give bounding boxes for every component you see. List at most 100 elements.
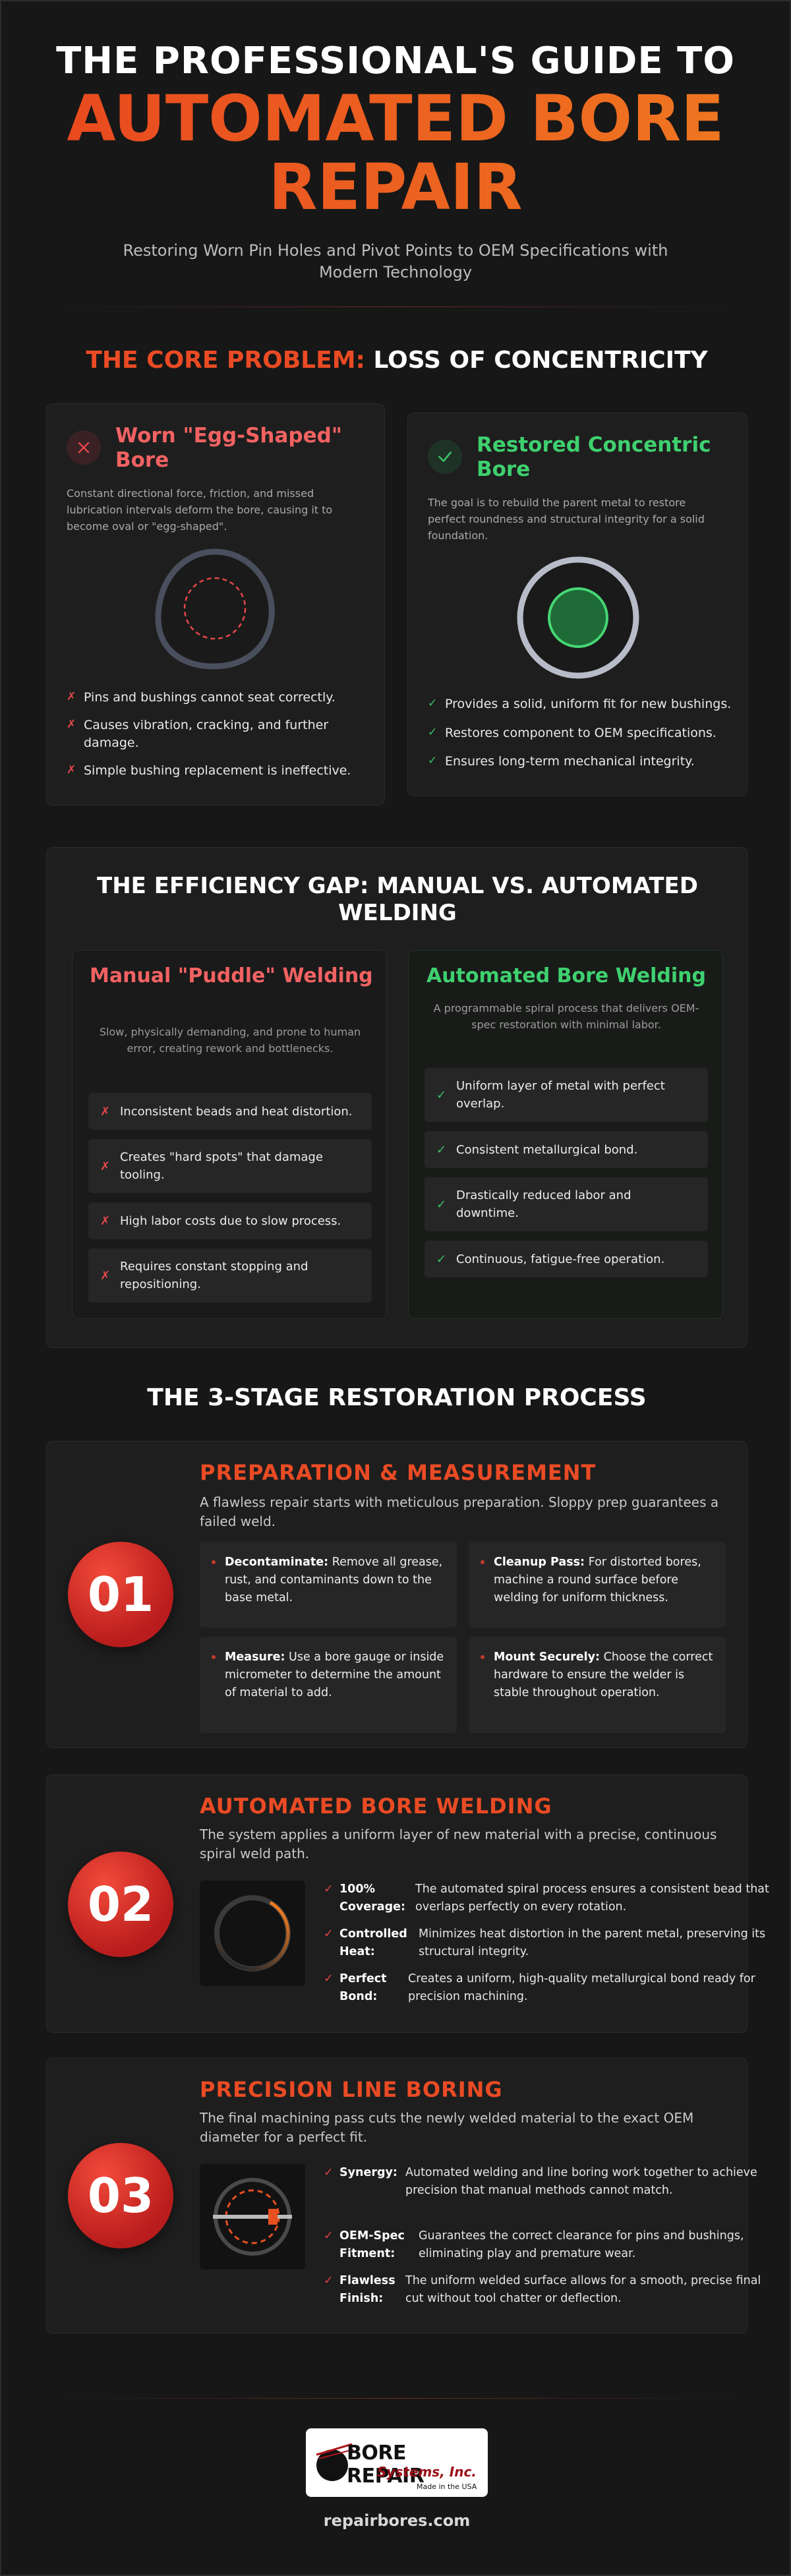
list-item: ✗Causes vibration, cracking, and further… (67, 717, 370, 753)
list-item: ✗Requires constant stopping and repositi… (88, 1248, 372, 1303)
prep-step-mount: Mount Securely: Choose the correct hardw… (469, 1637, 726, 1733)
manual-welding-title: Manual "Puddle" Welding (90, 964, 373, 987)
stage-automated-welding: 02 AUTOMATED BORE WELDING The system app… (46, 1774, 769, 2033)
list-item: ✗Pins and bushings cannot seat correctly… (67, 689, 370, 707)
list-item: ✗Inconsistent beads and heat distortion. (88, 1093, 372, 1130)
check-icon: ✓ (428, 697, 438, 710)
stage-number: 03 (68, 2143, 173, 2248)
check-icon: ✓ (324, 1972, 334, 1985)
automated-welding-title: Automated Bore Welding (426, 964, 706, 987)
x-mark-icon: ✗ (67, 763, 76, 776)
egg-bore-diagram (155, 548, 275, 670)
core-problem-cards: Worn "Egg-Shaped" Bore Constant directio… (46, 403, 747, 812)
divider (47, 2398, 747, 2399)
check-icon: ✓ (324, 1927, 334, 1941)
x-circle-icon (67, 430, 101, 465)
stage-title: AUTOMATED BORE WELDING (200, 1794, 552, 1819)
check-icon: ✓ (428, 725, 438, 739)
stage-title: PRECISION LINE BORING (200, 2077, 503, 2102)
list-item: ✓Consistent metallurgical bond. (425, 1131, 708, 1168)
stage-title: PREPARATION & MEASUREMENT (200, 1460, 597, 1485)
stage-preparation: 01 PREPARATION & MEASUREMENT A flawless … (46, 1441, 747, 1748)
x-mark-icon: ✗ (100, 1159, 111, 1173)
bullet-dot (212, 1655, 216, 1659)
x-mark-icon: ✗ (100, 1104, 111, 1119)
stage-lead: The system applies a uniform layer of ne… (200, 1827, 717, 1861)
x-mark-icon: ✗ (67, 717, 76, 731)
stage-line-boring: 03 PRECISION LINE BORING The final machi… (46, 2058, 761, 2333)
feature-controlled-heat: ✓Controlled Heat:Minimizes heat distorti… (324, 1925, 772, 1961)
efficiency-section: THE EFFICIENCY GAP: MANUAL VS. AUTOMATED… (46, 847, 747, 1348)
x-mark-icon: ✗ (67, 690, 76, 703)
worn-bore-card: Worn "Egg-Shaped" Bore Constant directio… (46, 403, 385, 805)
list-item: ✗Creates "hard spots" that damage toolin… (88, 1139, 372, 1193)
concentric-bore-diagram (517, 556, 639, 679)
feature-oem-fitment: ✓OEM-Spec Fitment:Guarantees the correct… (324, 2227, 772, 2263)
check-circle-icon (428, 440, 462, 474)
feature-flawless-finish: ✓Flawless Finish:The uniform welded surf… (324, 2272, 772, 2308)
bullet-dot (481, 1655, 484, 1659)
list-item: ✓Ensures long-term mechanical integrity. (428, 753, 738, 771)
check-icon: ✓ (436, 1197, 447, 1212)
line-boring-illustration (200, 2164, 305, 2269)
bullet-dot (212, 1560, 216, 1564)
worn-bore-title: Worn "Egg-Shaped" Bore (115, 424, 342, 472)
check-icon: ✓ (324, 1883, 334, 1896)
restored-bore-title: Restored Concentric Bore (477, 433, 711, 481)
list-item: ✓Continuous, fatigue-free operation. (425, 1241, 708, 1277)
list-item: ✗Simple bushing replacement is ineffecti… (67, 762, 370, 780)
bullet-dot (481, 1560, 484, 1564)
check-icon: ✓ (436, 1088, 447, 1102)
x-mark-icon: ✗ (100, 1268, 111, 1283)
restored-bore-description: The goal is to rebuild the parent metal … (428, 496, 705, 542)
manual-welding-column: Manual "Puddle" Welding Slow, physically… (72, 950, 387, 1319)
prep-step-cleanup: Cleanup Pass: For distorted bores, machi… (469, 1542, 726, 1627)
worn-bore-description: Constant directional force, friction, an… (67, 487, 333, 533)
process-title: THE 3-STAGE RESTORATION PROCESS (147, 1384, 647, 1411)
list-item: ✓Drastically reduced labor and downtime. (425, 1177, 708, 1231)
feature-coverage: ✓100% Coverage:The automated spiral proc… (324, 1881, 772, 1916)
hero-subtitle: Restoring Worn Pin Holes and Pivot Point… (123, 241, 668, 282)
feature-perfect-bond: ✓Perfect Bond:Creates a uniform, high-qu… (324, 1970, 772, 2006)
prep-step-measure: Measure: Use a bore gauge or inside micr… (200, 1637, 457, 1733)
stage-lead: The final machining pass cuts the newly … (200, 2110, 694, 2145)
x-mark-icon: ✗ (100, 1214, 111, 1228)
check-icon: ✓ (324, 2166, 334, 2179)
logo-subtext: Systems, Inc. (377, 2464, 477, 2480)
weld-ring-icon (214, 1895, 291, 1972)
logo-text: BORE REPAIR (347, 2442, 425, 2488)
stage-number: 02 (68, 1852, 173, 1957)
core-problem-title: THE CORE PROBLEM: LOSS OF CONCENTRICITY (86, 347, 708, 374)
check-icon: ✓ (436, 1252, 447, 1266)
weld-ring-illustration (200, 1881, 305, 1986)
list-item: ✓Uniform layer of metal with perfect ove… (425, 1068, 708, 1122)
boring-bar-icon (213, 2178, 292, 2256)
hero: THE PROFESSIONAL'S GUIDE TO AUTOMATED BO… (1, 1, 790, 284)
check-icon: ✓ (324, 2229, 334, 2242)
hero-title-highlight-2: REPAIR (1, 156, 790, 219)
list-item: ✗High labor costs due to slow process. (88, 1202, 372, 1239)
automated-welding-column: Automated Bore Welding A programmable sp… (408, 950, 723, 1319)
manual-welding-subtitle: Slow, physically demanding, and prone to… (99, 1026, 361, 1055)
logo-emblem-icon (316, 2443, 354, 2481)
prep-step-decontaminate: Decontaminate: Remove all grease, rust, … (200, 1542, 457, 1627)
restored-bore-card: Restored Concentric Bore The goal is to … (407, 413, 747, 796)
check-icon: ✓ (324, 2274, 334, 2287)
list-item: ✓Restores component to OEM specification… (428, 724, 738, 743)
worn-bore-points: ✗Pins and bushings cannot seat correctly… (67, 689, 370, 780)
stage-number: 01 (68, 1542, 173, 1647)
hero-title: THE PROFESSIONAL'S GUIDE TO (56, 40, 735, 82)
list-item: ✓Provides a solid, uniform fit for new b… (428, 695, 738, 714)
hero-title-highlight-1: AUTOMATED BORE (1, 87, 790, 150)
feature-synergy: ✓Synergy:Automated welding and line bori… (324, 2164, 772, 2200)
stage-lead: A flawless repair starts with meticulous… (200, 1494, 719, 1529)
company-logo: BORE REPAIR Systems, Inc. Made in the US… (306, 2428, 488, 2497)
automated-welding-subtitle: A programmable spiral process that deliv… (433, 1002, 699, 1031)
check-icon: ✓ (436, 1142, 447, 1157)
website-link[interactable]: repairbores.com (323, 2511, 471, 2530)
logo-tag: Made in the USA (417, 2482, 477, 2491)
restored-bore-points: ✓Provides a solid, uniform fit for new b… (428, 695, 738, 771)
efficiency-title: THE EFFICIENCY GAP: MANUAL VS. AUTOMATED… (97, 873, 698, 926)
check-icon: ✓ (428, 754, 438, 768)
